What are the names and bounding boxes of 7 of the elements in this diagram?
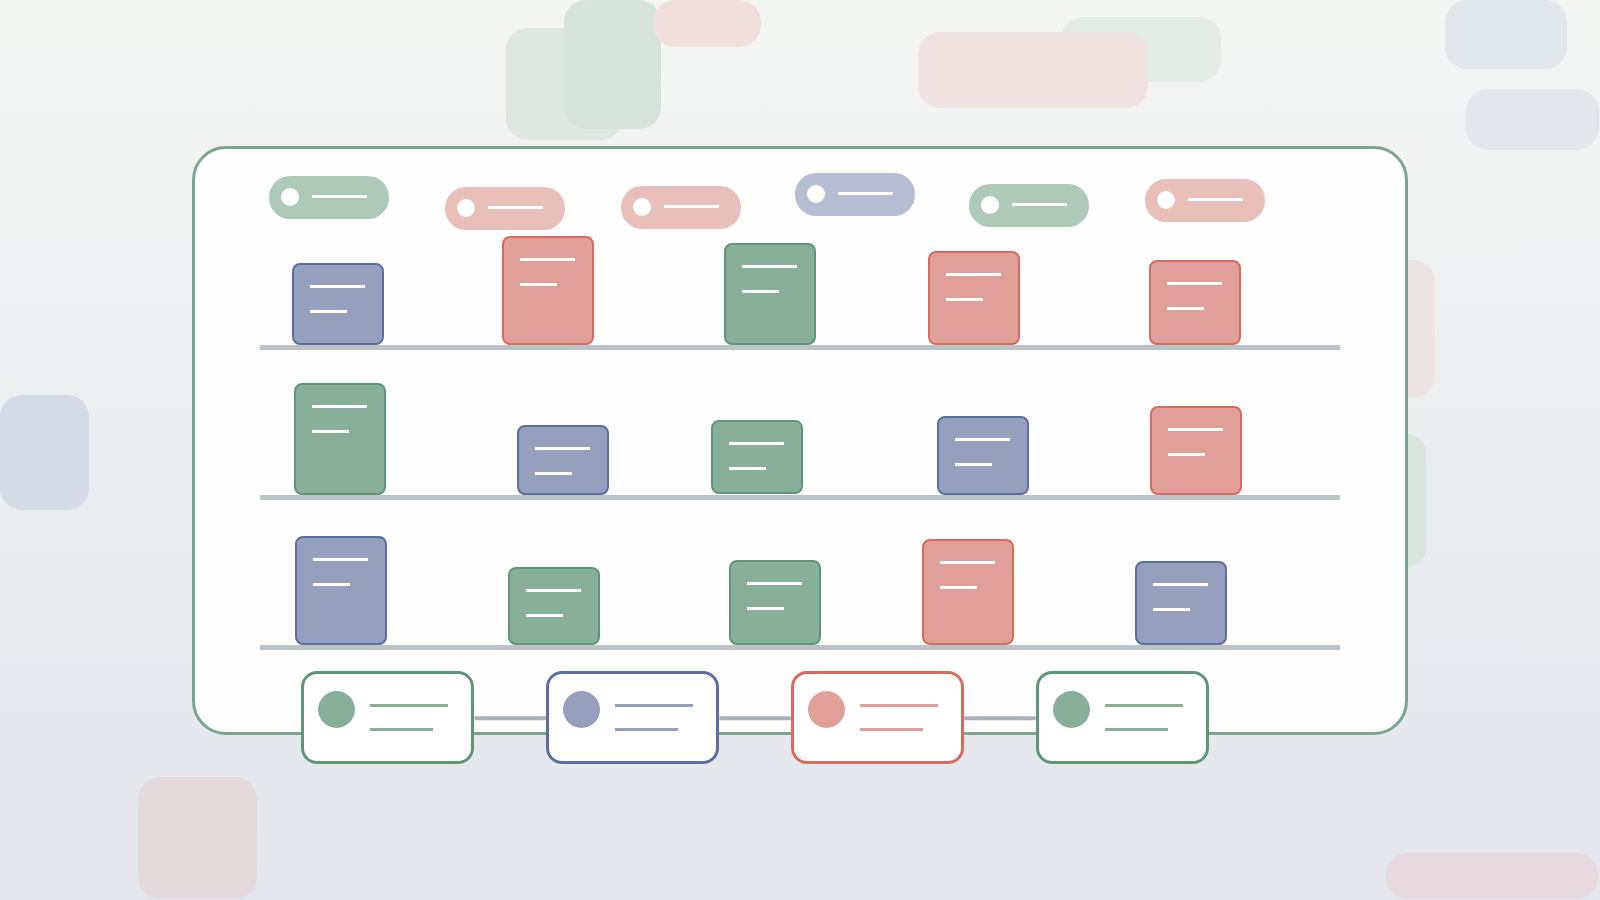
connector-line [964,716,1036,721]
card [791,671,964,764]
card [546,671,719,764]
connector-line [719,716,791,721]
card [1036,671,1209,764]
card [301,671,474,764]
connector-line [474,716,546,721]
